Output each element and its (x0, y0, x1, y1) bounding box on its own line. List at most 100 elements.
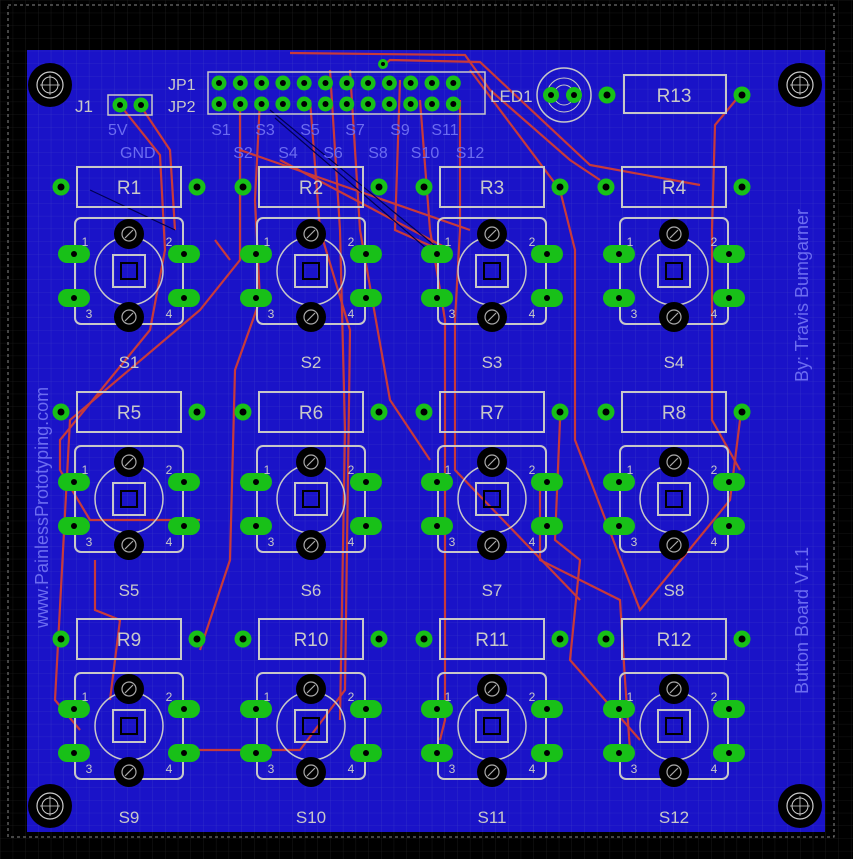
switch-pad[interactable] (713, 744, 745, 762)
switch-pad[interactable] (421, 473, 453, 491)
resistor-pad[interactable] (551, 178, 569, 196)
resistor-r13[interactable]: R13 (598, 74, 751, 114)
resistor-r6[interactable]: R6 (234, 391, 388, 433)
switch-pad[interactable] (58, 517, 90, 535)
switch-pad[interactable] (531, 744, 563, 762)
resistor-r12[interactable]: R12 (597, 618, 751, 660)
switch-pad[interactable] (58, 245, 90, 263)
switch-pad[interactable] (240, 245, 272, 263)
resistor-pad[interactable] (597, 403, 615, 421)
switch-pad[interactable] (531, 289, 563, 307)
switch-pad[interactable] (58, 289, 90, 307)
switch-pad[interactable] (240, 473, 272, 491)
resistor-pad[interactable] (415, 630, 433, 648)
resistor-r7[interactable]: R7 (415, 391, 569, 433)
resistor-pad[interactable] (597, 178, 615, 196)
switch-pad[interactable] (421, 245, 453, 263)
switch-pad[interactable] (713, 517, 745, 535)
switch-pad[interactable] (168, 289, 200, 307)
resistor-r2[interactable]: R2 (234, 166, 388, 208)
switch-pad[interactable] (531, 473, 563, 491)
resistor-pad[interactable] (52, 403, 70, 421)
switch-pad[interactable] (168, 744, 200, 762)
resistor-pad[interactable] (370, 630, 388, 648)
resistor-r9[interactable]: R9 (52, 618, 206, 660)
switch-pad[interactable] (713, 245, 745, 263)
switch-pad[interactable] (350, 700, 382, 718)
switch-pad[interactable] (58, 473, 90, 491)
resistor-pad[interactable] (415, 403, 433, 421)
resistor-pad[interactable] (733, 178, 751, 196)
resistor-pad[interactable] (370, 403, 388, 421)
resistor-r10[interactable]: R10 (234, 618, 388, 660)
resistor-pad[interactable] (370, 178, 388, 196)
resistor-pad[interactable] (415, 178, 433, 196)
switch-pad[interactable] (168, 517, 200, 535)
switch-pad[interactable] (350, 245, 382, 263)
led1[interactable] (536, 67, 592, 123)
resistor-pad[interactable] (52, 178, 70, 196)
switch-pad[interactable] (350, 744, 382, 762)
switch-pad[interactable] (713, 473, 745, 491)
header-jp1-jp2[interactable] (207, 71, 486, 115)
switch-pad[interactable] (713, 700, 745, 718)
switch-pad[interactable] (350, 289, 382, 307)
switch-pad[interactable] (240, 744, 272, 762)
switch-pad[interactable] (240, 517, 272, 535)
switch-pad[interactable] (603, 517, 635, 535)
resistor-pad[interactable] (551, 403, 569, 421)
resistor-pad[interactable] (598, 86, 616, 104)
switch-pad[interactable] (713, 289, 745, 307)
switch-pad[interactable] (531, 517, 563, 535)
switch-pad[interactable] (421, 700, 453, 718)
resistor-pad[interactable] (733, 403, 751, 421)
switch-pad[interactable] (531, 245, 563, 263)
resistor-pad[interactable] (234, 403, 252, 421)
resistor-r3[interactable]: R3 (415, 166, 569, 208)
switch-pad[interactable] (168, 473, 200, 491)
switch-pad[interactable] (531, 700, 563, 718)
resistor-r1[interactable]: R1 (52, 166, 206, 208)
resistor-r5[interactable]: R5 (52, 391, 206, 433)
switch-pad[interactable] (603, 700, 635, 718)
resistor-pad[interactable] (597, 630, 615, 648)
switch-pad[interactable] (421, 744, 453, 762)
switch-pad[interactable] (240, 289, 272, 307)
switch-pad[interactable] (603, 744, 635, 762)
resistor-pad[interactable] (234, 178, 252, 196)
switch-pad[interactable] (603, 289, 635, 307)
switch-pad[interactable] (421, 517, 453, 535)
switch-pad[interactable] (603, 245, 635, 263)
switch-pad[interactable] (350, 517, 382, 535)
resistor-r4[interactable]: R4 (597, 166, 751, 208)
resistor-pad[interactable] (52, 630, 70, 648)
switch-pad[interactable] (350, 473, 382, 491)
switch-pad[interactable] (168, 700, 200, 718)
switch-pad[interactable] (603, 473, 635, 491)
switch-pad[interactable] (421, 289, 453, 307)
resistor-pad[interactable] (551, 630, 569, 648)
resistor-r11[interactable]: R11 (415, 618, 569, 660)
switch-pad[interactable] (58, 744, 90, 762)
resistor-pad[interactable] (733, 630, 751, 648)
switch-pad[interactable] (168, 245, 200, 263)
resistor-pad[interactable] (733, 86, 751, 104)
resistor-pad[interactable] (188, 403, 206, 421)
resistor-pad[interactable] (188, 178, 206, 196)
resistor-pad[interactable] (234, 630, 252, 648)
resistor-pad[interactable] (188, 630, 206, 648)
switch-pad[interactable] (58, 700, 90, 718)
switch-pad[interactable] (240, 700, 272, 718)
